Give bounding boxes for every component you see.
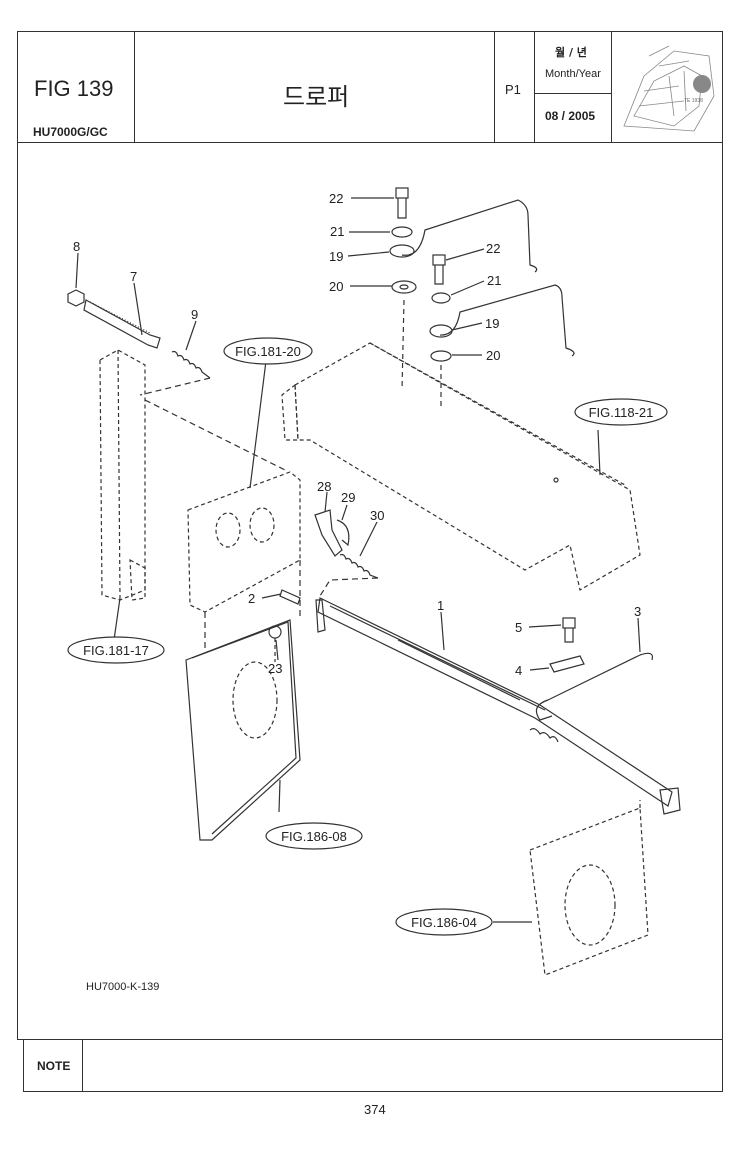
date-value: 08 / 2005 <box>545 109 596 123</box>
model-code: HU7000G/GC <box>33 125 108 139</box>
machine-thumbnail: TE 1938 <box>623 45 715 132</box>
cover-panel <box>294 342 641 591</box>
divider <box>134 31 135 143</box>
divider <box>534 93 611 94</box>
drawing-code: HU7000-K-139 <box>86 981 159 993</box>
fig-number: FIG 139 <box>34 76 114 101</box>
divider <box>534 31 535 143</box>
date-label-ko: 월 / 년 <box>555 46 587 59</box>
clip-29 <box>336 519 350 547</box>
bolt-22-b <box>432 254 446 266</box>
callout-label: 8 <box>73 239 80 254</box>
callout-label: 20 <box>486 348 500 363</box>
note-box <box>23 1039 723 1092</box>
ref-oval <box>67 636 165 664</box>
callout-label: 30 <box>370 508 384 523</box>
callout-label: 20 <box>329 279 343 294</box>
ref-oval <box>265 822 363 850</box>
pin-28 <box>314 509 343 557</box>
spring-30 <box>339 553 379 579</box>
washer-21-a <box>391 226 413 238</box>
bolt-7 <box>83 299 161 349</box>
callout-label: 19 <box>485 316 499 331</box>
washer-19-a <box>389 244 415 258</box>
callout-label: 28 <box>317 479 331 494</box>
callout-label: 22 <box>486 241 500 256</box>
shaft-1 <box>317 597 673 807</box>
ref-label: FIG.186-04 <box>411 915 477 930</box>
callout-label: 1 <box>437 598 444 613</box>
callout-label: 7 <box>130 269 137 284</box>
panel-186-04 <box>529 807 649 976</box>
callout-label: 19 <box>329 249 343 264</box>
callout-label: 3 <box>634 604 641 619</box>
bolt-2 <box>279 589 301 605</box>
washer-21-b <box>431 292 451 304</box>
rod-bracket-a <box>401 199 538 273</box>
page-number: 374 <box>364 1102 386 1117</box>
ref-oval <box>395 908 493 936</box>
callout-label: 21 <box>487 273 501 288</box>
rod-bracket-b <box>439 284 575 357</box>
date-label-en: Month/Year <box>545 68 601 80</box>
frame-181-17 <box>99 349 146 601</box>
callout-label: 5 <box>515 620 522 635</box>
spring-9 <box>171 350 211 379</box>
ref-label: FIG.181-20 <box>235 344 301 359</box>
callout-label: 9 <box>191 307 198 322</box>
callout-label: 29 <box>341 490 355 505</box>
ref-label: FIG.186-08 <box>281 829 347 844</box>
grommet-20-a <box>391 280 417 294</box>
washer-19-b <box>429 324 453 338</box>
ref-oval <box>223 337 313 365</box>
callout-label: 4 <box>515 663 522 678</box>
note-label: NOTE <box>37 1059 71 1073</box>
plate-181-20 <box>187 471 301 613</box>
ref-oval <box>574 398 668 426</box>
bolt-5 <box>562 617 576 629</box>
callout-label: 22 <box>329 191 343 206</box>
callout-label: 23 <box>268 661 282 676</box>
page-title: 드로퍼 <box>283 83 350 111</box>
callout-label: 21 <box>330 224 344 239</box>
panel-186-08 <box>185 619 301 841</box>
bracket-4 <box>549 655 585 673</box>
ref-label: FIG.118-21 <box>589 405 654 420</box>
nut-8 <box>67 289 85 307</box>
page-code: P1 <box>505 82 521 97</box>
bolt-22-a <box>395 187 409 199</box>
svg-text:TE 1938: TE 1938 <box>684 98 703 104</box>
grommet-20-b <box>430 350 452 362</box>
rod-3 <box>535 654 641 721</box>
divider <box>494 31 495 143</box>
ref-label: FIG.181-17 <box>83 643 149 658</box>
callout-label: 2 <box>248 591 255 606</box>
pin-23 <box>268 625 282 639</box>
divider <box>82 1039 83 1092</box>
divider <box>611 31 612 143</box>
